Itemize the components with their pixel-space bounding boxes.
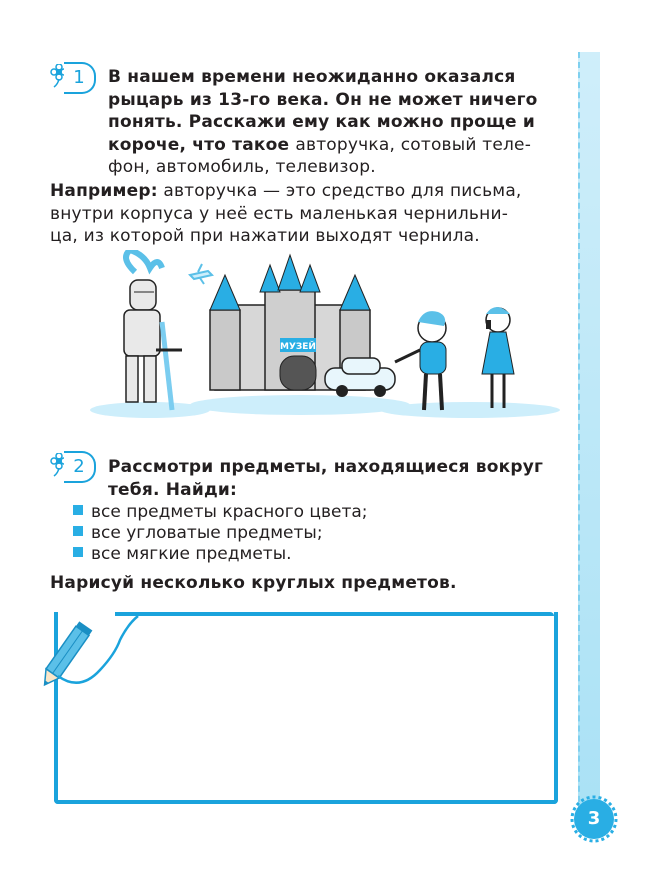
pencil-icon — [43, 615, 139, 687]
list-item: все мягкие предметы. — [73, 543, 292, 565]
example-line: авторучка — это средство для письма, — [157, 181, 522, 201]
example-label: Например: — [50, 181, 158, 201]
bullet-square-icon — [73, 526, 83, 536]
page-number-badge — [570, 795, 618, 843]
airplane-icon — [188, 263, 214, 285]
task-2-text: Рассмотри предметы, находящиеся вокруг т… — [108, 456, 554, 501]
ground-shadow — [190, 395, 410, 415]
drawing-area[interactable] — [54, 612, 558, 804]
knight-figure — [123, 250, 182, 411]
drawing-instruction: Нарисуй несколько круглых предметов. — [50, 573, 457, 593]
ground-shadow — [90, 402, 210, 418]
girl-figure — [481, 307, 515, 408]
task-2-number: 2 — [64, 451, 96, 483]
task-1-badge: 1 — [48, 62, 96, 94]
example-text: Например: авторучка — это средство для п… — [50, 180, 554, 248]
list-item-text: все угловатые предметы; — [91, 523, 323, 543]
task-2-line: тебя. Найди: — [108, 479, 237, 500]
example-line: ца, из которой при нажатии выходят черни… — [50, 226, 480, 246]
list-item-text: все мягкие предметы. — [91, 544, 292, 564]
task-1-line: В нашем времени неожиданно оказался — [108, 67, 516, 87]
drawing-frame-top — [115, 612, 554, 616]
list-item: все предметы красного цвета; — [73, 501, 368, 523]
list-item-text: все предметы красного цвета; — [91, 502, 368, 522]
page-number: 3 — [587, 808, 601, 829]
list-item: все угловатые предметы; — [73, 522, 323, 544]
task-1-line: рыцарь из 13-го века. Он не может ничего — [108, 89, 538, 110]
task-1-line: фон, автомобиль, телевизор. — [108, 157, 376, 177]
task-2-badge: 2 — [48, 451, 96, 483]
ground-shadow — [380, 402, 560, 418]
museum-sign: МУЗЕЙ — [280, 340, 316, 352]
boy-figure — [394, 311, 447, 411]
task-1-line-bold: короче, что такое — [108, 134, 296, 155]
task-1-text: В нашем времени неожиданно оказался рыца… — [108, 66, 554, 179]
task-1-line: понять. Расскажи ему как можно проще и — [108, 112, 535, 132]
task-2-line: Рассмотри предметы, находящиеся вокруг — [108, 457, 544, 477]
side-ribbon — [578, 52, 600, 832]
example-line: внутри корпуса у неё есть маленькая черн… — [50, 203, 509, 224]
illustration: МУЗЕЙ — [90, 250, 560, 418]
bullet-square-icon — [73, 505, 83, 515]
task-1-line-regular: авторучка, сотовый теле- — [295, 134, 532, 155]
task-1-number: 1 — [64, 62, 96, 94]
car-figure — [324, 357, 396, 397]
bullet-square-icon — [73, 547, 83, 557]
